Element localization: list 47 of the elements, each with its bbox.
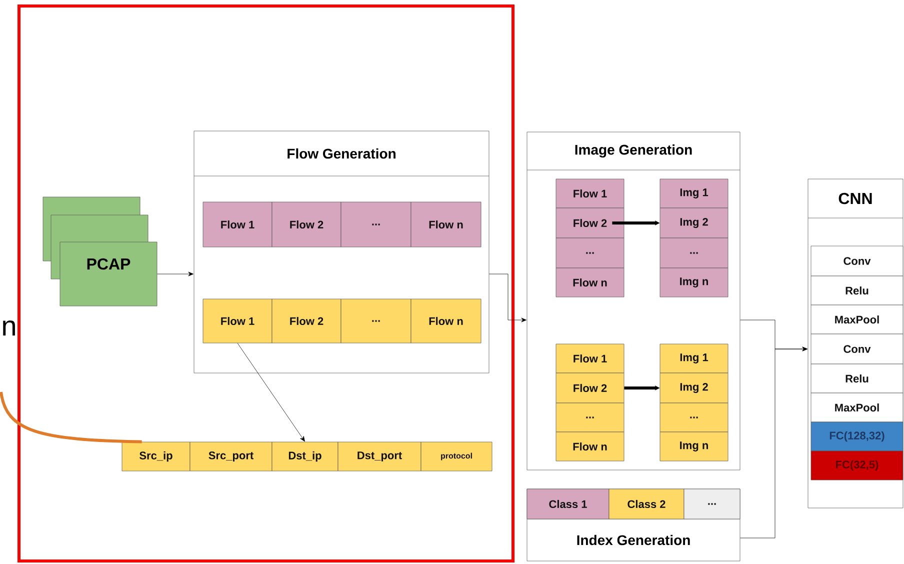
table-cell: ...	[660, 238, 728, 268]
file-stack: PCAP	[42, 196, 158, 306]
table-cell: Src_port	[190, 442, 272, 472]
table-cell: Dst_port	[338, 442, 422, 472]
table-cell: Flow n	[410, 202, 482, 248]
table-cell: MaxPool	[810, 392, 904, 422]
table-cell: Conv	[810, 246, 904, 276]
table-cell: Conv	[810, 334, 904, 364]
table-cell: Flow 2	[272, 202, 342, 248]
table-cell: Src_ip	[122, 442, 190, 472]
table-cell: ...	[340, 298, 412, 344]
table-cell: FC(128,32)	[810, 422, 904, 452]
table-cell: ...	[660, 402, 728, 432]
arrow	[157, 272, 194, 276]
table-cell: Img n	[660, 432, 728, 462]
table-cell: protocol	[420, 442, 492, 472]
table-cell: ...	[684, 488, 740, 520]
table-cell: Img 1	[660, 344, 728, 374]
table-cell: Flow n	[410, 298, 482, 344]
table-cell: MaxPool	[810, 304, 904, 334]
table-cell: Relu	[810, 364, 904, 394]
table-cell: Flow n	[556, 432, 624, 462]
table-cell: Img n	[660, 268, 728, 298]
text-fragment: n	[3, 320, 15, 336]
table-cell: Flow 1	[556, 344, 624, 374]
table-cell: Img 2	[660, 372, 728, 404]
table-cell: Flow 1	[202, 298, 272, 344]
arrow	[489, 274, 526, 322]
table-cell: Img 2	[660, 208, 728, 238]
connector-line	[0, 392, 142, 444]
table-cell: Flow n	[556, 268, 624, 298]
table-cell: ...	[340, 202, 412, 248]
table-cell: Relu	[810, 276, 904, 306]
table-cell: FC(32,5)	[810, 450, 904, 480]
table-cell: Flow 2	[556, 208, 624, 238]
table-cell: Img 1	[660, 178, 728, 208]
table-cell: Class 1	[526, 488, 610, 520]
table-cell: Flow 2	[556, 372, 624, 404]
table-cell: ...	[556, 402, 624, 432]
arrow	[237, 343, 305, 442]
table-cell: Flow 1	[556, 178, 624, 208]
table-cell: Dst_ip	[272, 442, 338, 472]
table-cell: ...	[556, 238, 624, 268]
table-cell: Flow 1	[202, 202, 272, 248]
table-cell: Flow 2	[272, 298, 342, 344]
table-cell: Class 2	[608, 488, 684, 520]
arrow	[740, 346, 808, 538]
